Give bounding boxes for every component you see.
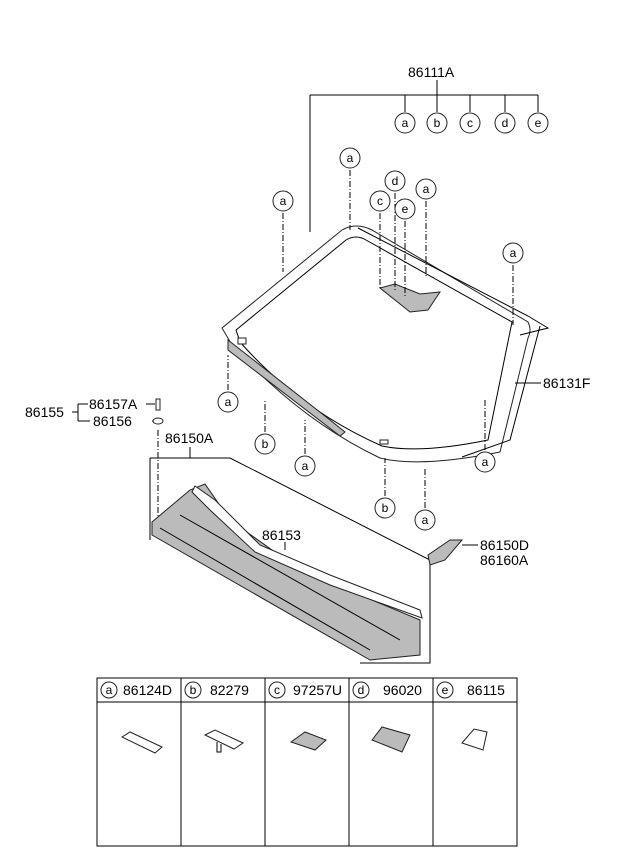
pad-icon — [461, 728, 488, 751]
bracket-callouts: a b c d e — [394, 112, 549, 134]
callout-a[interactable]: a — [474, 451, 496, 473]
bracket-icon — [371, 726, 411, 753]
svg-text:c: c — [274, 683, 280, 697]
label-86160A[interactable]: 86160A — [480, 552, 529, 568]
bracket-part[interactable] — [427, 539, 464, 566]
svg-text:86115: 86115 — [467, 682, 505, 698]
glass-callouts: a a d c e a a a b a b a a — [217, 147, 524, 531]
label-86156[interactable]: 86156 — [93, 413, 132, 429]
fastener-icon — [203, 729, 245, 750]
svg-text:b: b — [434, 116, 441, 130]
sensor-clip-icon — [289, 731, 327, 751]
label-86157A[interactable]: 86157A — [89, 396, 138, 412]
svg-text:a: a — [422, 513, 429, 527]
svg-text:b: b — [382, 501, 389, 515]
callout-d[interactable]: d — [494, 112, 516, 134]
svg-text:a: a — [423, 182, 430, 196]
clip-icon — [120, 731, 163, 754]
svg-text:e: e — [442, 683, 449, 697]
legend-cell-d[interactable]: d 96020 — [352, 681, 422, 753]
svg-text:c: c — [467, 116, 473, 130]
label-86155[interactable]: 86155 — [25, 404, 64, 420]
callout-b[interactable]: b — [374, 497, 396, 519]
legend-cell-b[interactable]: b 82279 — [184, 681, 249, 753]
callout-e[interactable]: e — [527, 112, 549, 134]
callout-c[interactable]: c — [459, 112, 481, 134]
svg-text:e: e — [402, 202, 409, 216]
legend-cell-a[interactable]: a 86124D — [100, 681, 172, 754]
svg-text:a: a — [482, 455, 489, 469]
svg-text:a: a — [302, 459, 309, 473]
svg-text:e: e — [535, 116, 542, 130]
callout-a[interactable]: a — [217, 391, 239, 413]
svg-text:a: a — [402, 116, 409, 130]
callout-a[interactable]: a — [339, 147, 361, 169]
label-86153[interactable]: 86153 — [262, 527, 301, 543]
svg-text:a: a — [106, 683, 113, 697]
label-86111A[interactable]: 86111A — [408, 64, 455, 80]
svg-text:d: d — [502, 116, 509, 130]
svg-text:a: a — [225, 395, 232, 409]
svg-text:86124D: 86124D — [123, 682, 172, 698]
callout-c[interactable]: c — [369, 190, 391, 212]
callout-d[interactable]: d — [384, 170, 406, 192]
callout-a[interactable]: a — [414, 509, 436, 531]
svg-text:b: b — [262, 437, 269, 451]
legend-cell-e[interactable]: e 86115 — [436, 681, 505, 751]
svg-text:a: a — [510, 246, 517, 260]
callout-b[interactable]: b — [254, 433, 276, 455]
svg-text:d: d — [392, 174, 399, 188]
svg-text:d: d — [358, 683, 365, 697]
svg-text:82279: 82279 — [210, 682, 249, 698]
callout-a[interactable]: a — [394, 112, 416, 134]
label-86131F[interactable]: 86131F — [543, 375, 590, 391]
legend-table: a 86124D b 82279 c 97257U d 96020 e 8611… — [96, 677, 518, 847]
callout-a[interactable]: a — [294, 455, 316, 477]
callout-a[interactable]: a — [272, 190, 294, 212]
nozzle-icon — [155, 398, 161, 411]
callout-a[interactable]: a — [502, 242, 524, 264]
callout-a[interactable]: a — [415, 178, 437, 200]
svg-text:96020: 96020 — [383, 682, 422, 698]
windshield-glass[interactable] — [221, 225, 550, 463]
legend-cell-c[interactable]: c 97257U — [268, 681, 342, 751]
callout-e[interactable]: e — [394, 198, 416, 220]
label-86150D[interactable]: 86150D — [480, 537, 529, 553]
svg-text:c: c — [377, 194, 383, 208]
callout-b[interactable]: b — [426, 112, 448, 134]
svg-text:97257U: 97257U — [293, 682, 342, 698]
svg-text:b: b — [190, 683, 197, 697]
label-86150A[interactable]: 86150A — [165, 430, 214, 446]
svg-text:a: a — [347, 151, 354, 165]
svg-text:a: a — [280, 194, 287, 208]
cowl-panel[interactable] — [151, 483, 423, 661]
grommet-icon — [152, 417, 164, 425]
glass-set-bracket — [309, 80, 539, 232]
